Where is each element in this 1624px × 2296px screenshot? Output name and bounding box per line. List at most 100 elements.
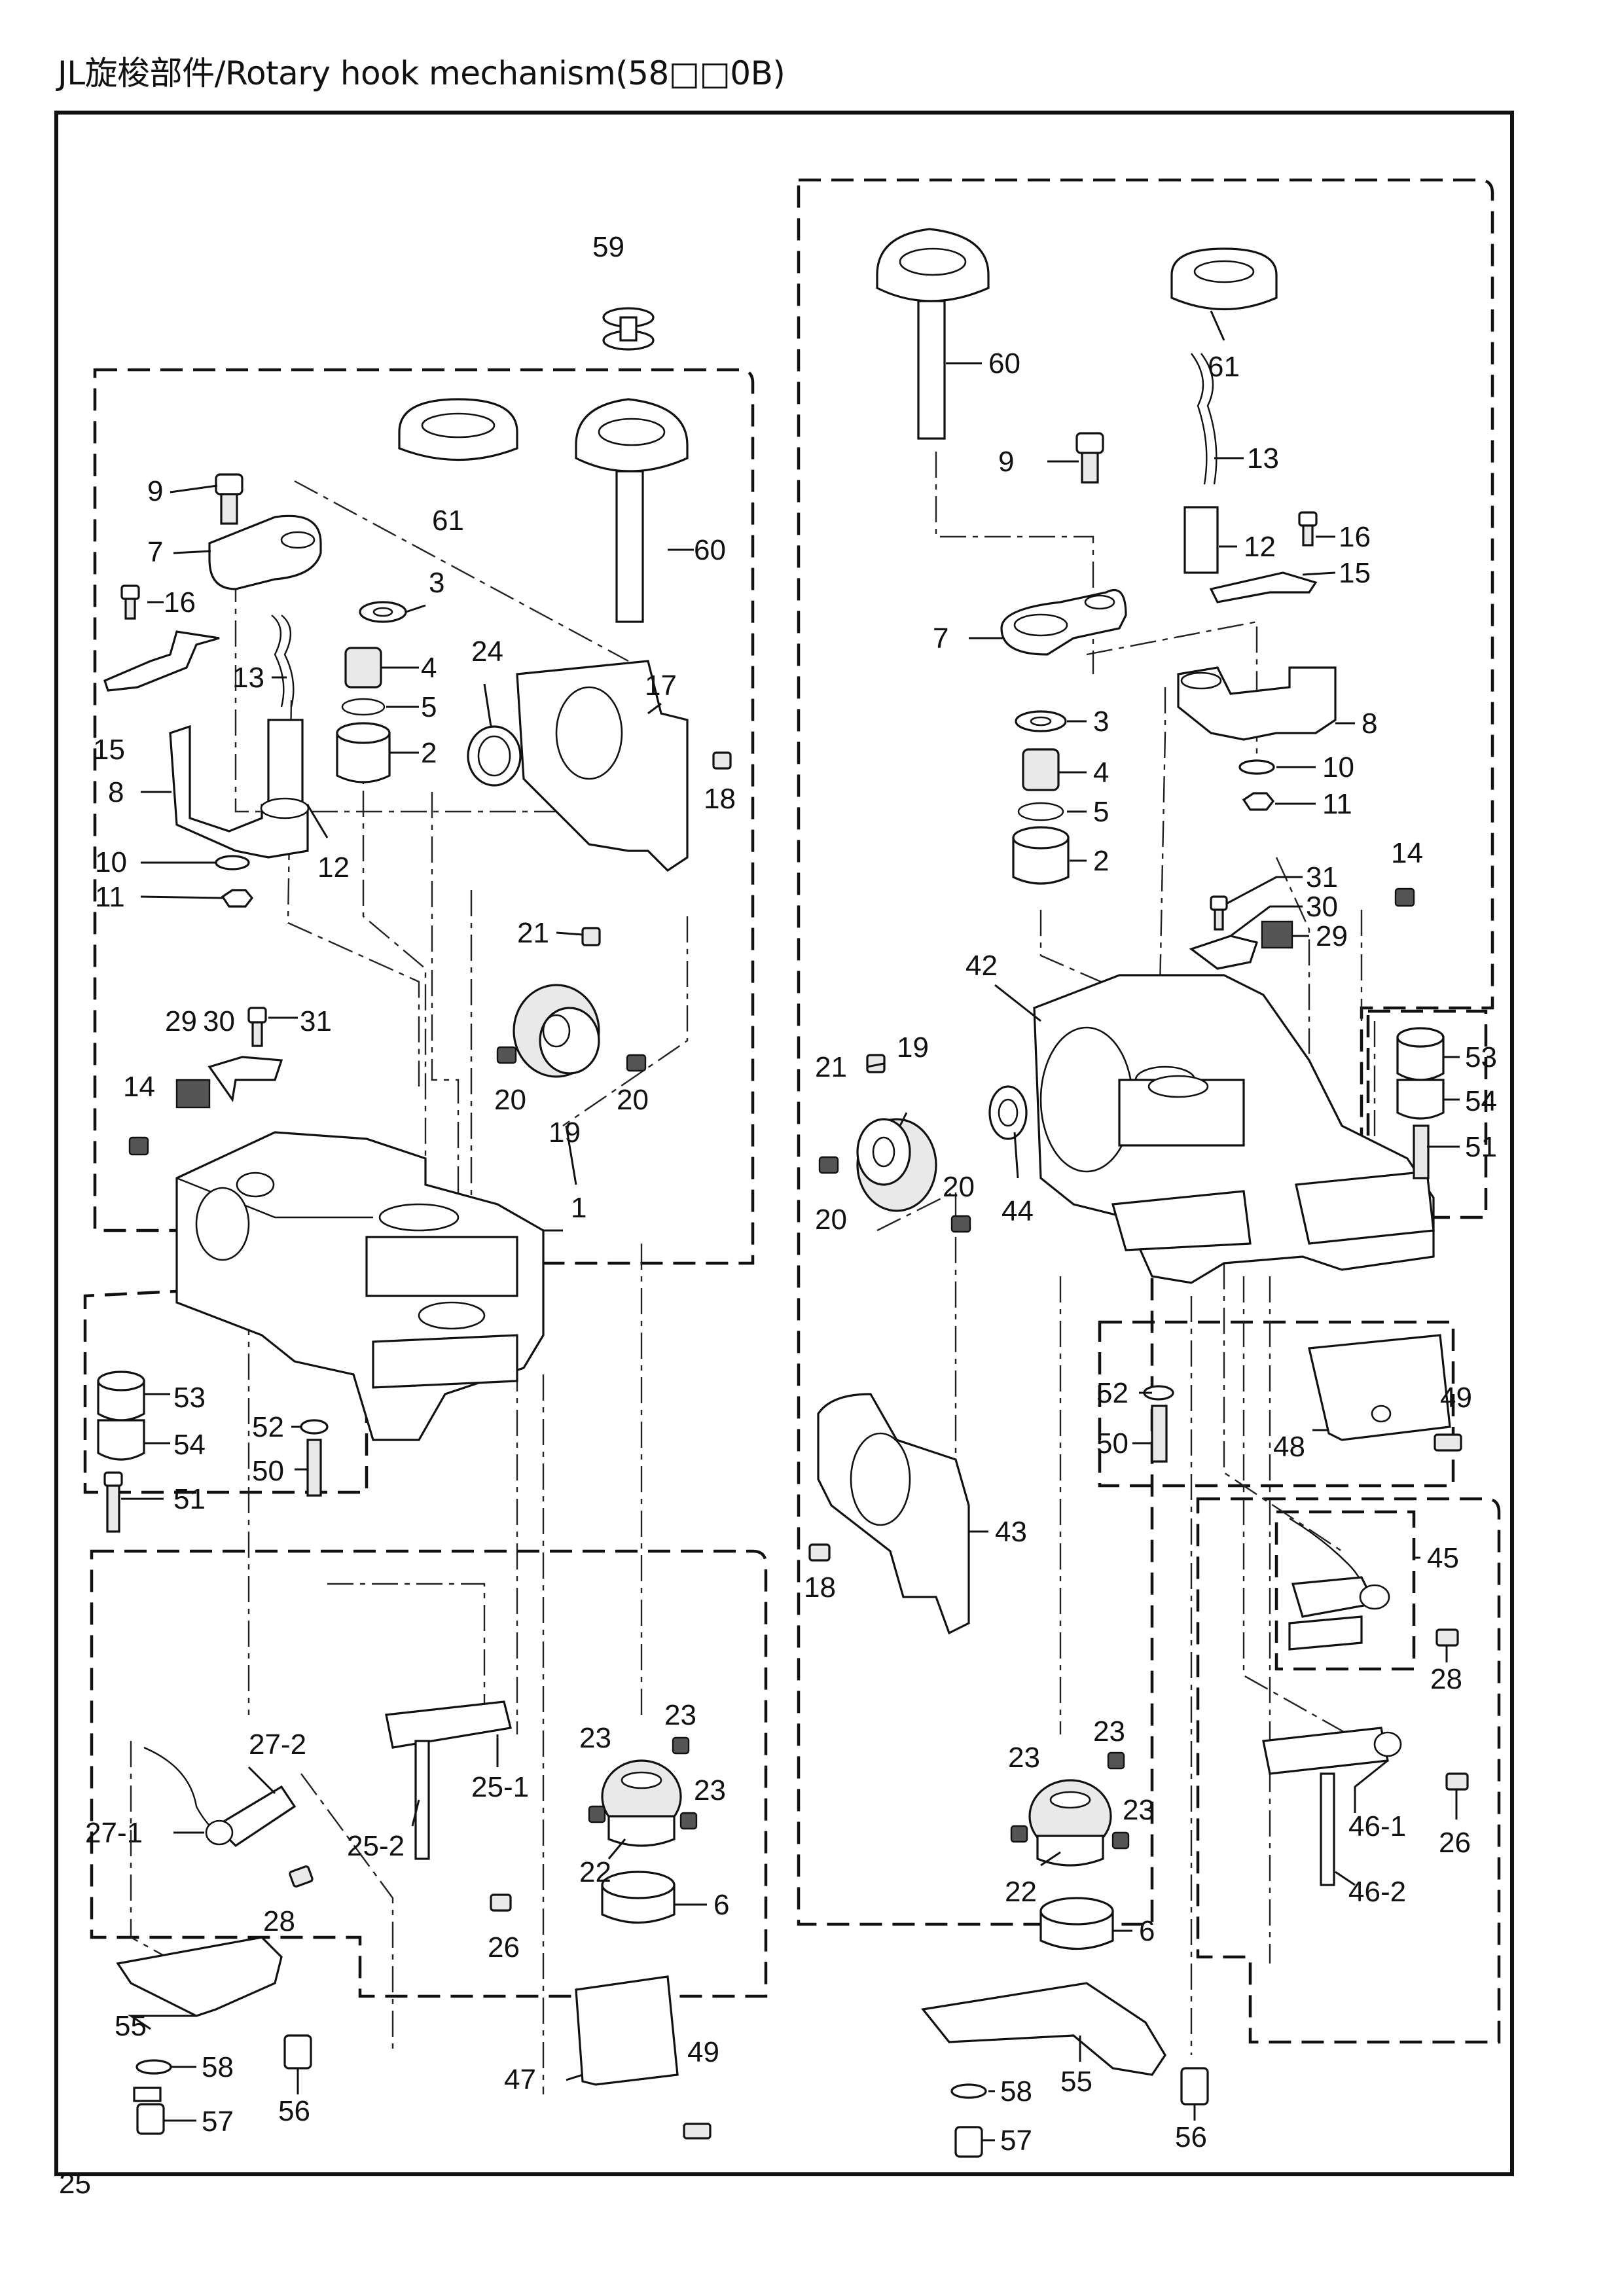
label-r-23-top: 23 [1093, 1715, 1125, 1748]
label-51: 51 [173, 1483, 206, 1515]
label-r-61: 61 [1208, 351, 1240, 383]
label-27-1: 27-1 [85, 1817, 143, 1849]
page-number: 25 [59, 2168, 91, 2200]
label-r-46-1: 46-1 [1348, 1810, 1406, 1842]
label-23-left: 23 [579, 1722, 611, 1754]
label-r-12: 12 [1244, 531, 1276, 563]
label-r-45: 45 [1427, 1542, 1459, 1574]
label-4: 4 [421, 652, 437, 684]
label-r-9: 9 [998, 446, 1014, 478]
label-r-28: 28 [1430, 1663, 1462, 1695]
label-r-49: 49 [1440, 1382, 1472, 1414]
label-55: 55 [115, 2010, 147, 2042]
label-29: 29 [165, 1005, 197, 1037]
label-r-53: 53 [1465, 1041, 1497, 1073]
left-sensor-group-box [90, 1549, 768, 1998]
label-r-20-right: 20 [943, 1171, 975, 1203]
label-14: 14 [123, 1071, 155, 1103]
label-15: 15 [93, 734, 125, 766]
page-title: JL旋梭部件/Rotary hook mechanism(58□□0B) [58, 54, 785, 92]
label-r-23-right: 23 [1123, 1794, 1155, 1826]
label-58: 58 [202, 2051, 234, 2083]
label-54: 54 [173, 1429, 206, 1461]
label-5: 5 [421, 691, 437, 723]
label-28: 28 [263, 1905, 295, 1937]
label-50: 50 [252, 1455, 284, 1487]
label-r-60: 60 [988, 348, 1020, 380]
label-25-2: 25-2 [347, 1830, 405, 1862]
label-13: 13 [232, 662, 264, 694]
label-20-right: 20 [617, 1084, 649, 1116]
label-r-46-2: 46-2 [1348, 1876, 1406, 1908]
label-r-48: 48 [1273, 1431, 1305, 1463]
label-r-50: 50 [1096, 1427, 1128, 1460]
label-22: 22 [579, 1856, 611, 1888]
label-r-51: 51 [1465, 1131, 1497, 1163]
label-60: 60 [694, 534, 726, 566]
label-r-10: 10 [1322, 751, 1354, 783]
label-16: 16 [164, 586, 196, 619]
label-23-top: 23 [664, 1699, 696, 1731]
label-r-16: 16 [1339, 521, 1371, 553]
label-24: 24 [471, 636, 503, 668]
label-57: 57 [202, 2106, 234, 2138]
label-r-42: 42 [965, 950, 998, 982]
label-31: 31 [300, 1005, 332, 1037]
label-r-52: 52 [1096, 1377, 1128, 1409]
right-plate-group-box [1098, 1320, 1455, 1488]
label-r-4: 4 [1093, 757, 1109, 789]
label-18: 18 [704, 783, 736, 815]
label-10: 10 [95, 846, 127, 878]
label-27-2: 27-2 [249, 1729, 306, 1761]
label-9: 9 [147, 475, 163, 507]
label-r-7: 7 [933, 622, 948, 655]
label-r-6: 6 [1139, 1915, 1155, 1947]
label-r-14: 14 [1391, 837, 1423, 869]
label-61: 61 [432, 505, 464, 537]
label-r-19: 19 [897, 1031, 929, 1064]
leader-lines [121, 310, 1460, 2142]
label-r-21: 21 [815, 1051, 847, 1083]
label-r-57: 57 [1000, 2125, 1032, 2157]
right-sensor-group-box [1196, 1497, 1501, 2044]
label-2: 2 [421, 737, 437, 769]
label-30: 30 [203, 1005, 235, 1037]
label-r-5: 5 [1093, 796, 1109, 828]
label-r-11: 11 [1322, 788, 1352, 820]
label-19: 19 [549, 1117, 581, 1149]
label-r-30: 30 [1306, 891, 1338, 923]
label-23-right: 23 [694, 1774, 726, 1806]
label-r-29: 29 [1316, 920, 1348, 952]
label-6: 6 [713, 1889, 729, 1921]
label-52: 52 [252, 1411, 284, 1443]
label-r-23-left: 23 [1008, 1742, 1040, 1774]
label-r-55: 55 [1060, 2066, 1092, 2098]
label-26: 26 [488, 1931, 520, 1964]
label-47: 47 [504, 2064, 536, 2096]
left-stand-group-box [83, 1287, 369, 1494]
label-r-18: 18 [804, 1571, 836, 1604]
label-56: 56 [278, 2095, 310, 2127]
right-main-group-box [797, 178, 1494, 1926]
label-r-54: 54 [1465, 1085, 1497, 1117]
label-12: 12 [317, 852, 350, 884]
right-part-labels: 60 61 9 13 16 12 15 7 3 8 4 10 5 11 2 31… [804, 348, 1497, 2157]
label-r-22: 22 [1005, 1876, 1037, 1908]
label-1: 1 [571, 1192, 586, 1224]
label-r-26: 26 [1439, 1827, 1471, 1859]
label-r-15: 15 [1339, 557, 1371, 589]
label-17: 17 [645, 670, 677, 702]
label-7: 7 [147, 536, 163, 568]
label-r-56: 56 [1175, 2121, 1207, 2153]
label-r-58: 58 [1000, 2075, 1032, 2108]
label-8: 8 [108, 776, 124, 808]
label-r-43: 43 [995, 1516, 1027, 1548]
label-49: 49 [687, 2036, 719, 2068]
label-59: 59 [592, 231, 624, 263]
right-assembly-parts [808, 228, 1469, 2158]
label-r-20-left: 20 [815, 1204, 847, 1236]
label-25-1: 25-1 [471, 1771, 529, 1803]
label-r-3: 3 [1093, 706, 1109, 738]
label-20-left: 20 [494, 1084, 526, 1116]
